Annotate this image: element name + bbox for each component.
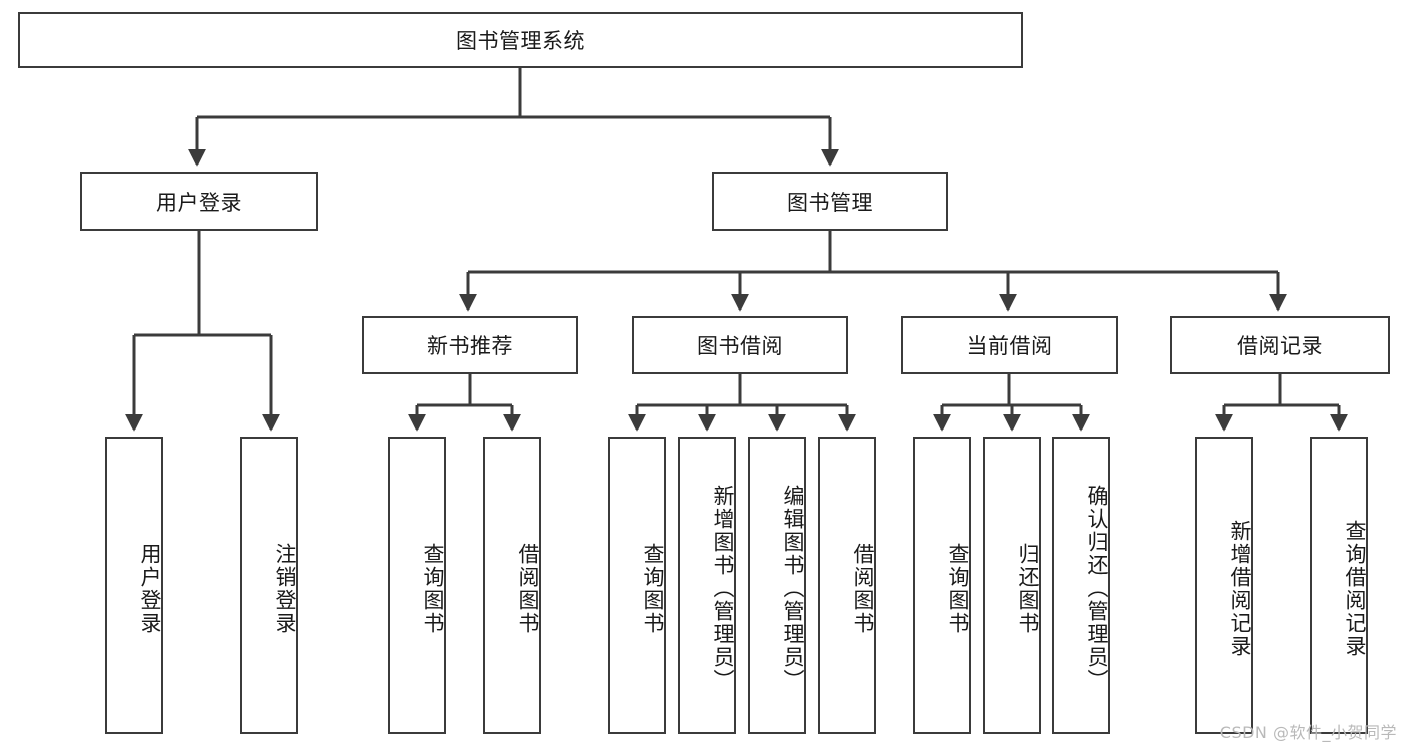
leaf-query-book-recommend[interactable]: 查询图书	[388, 437, 446, 734]
leaf-query-book-recommend-label: 查询图书	[421, 542, 445, 635]
leaf-return-book-label: 归还图书	[1016, 542, 1040, 635]
leaf-confirm-return-admin-label: 确认归还（管理员）	[1085, 485, 1109, 692]
leaf-logout-login-label: 注销登录	[273, 542, 297, 635]
node-book-manage[interactable]: 图书管理	[712, 172, 948, 231]
leaf-confirm-return-admin[interactable]: 确认归还（管理员）	[1052, 437, 1110, 734]
leaf-query-borrow-record[interactable]: 查询借阅记录	[1310, 437, 1368, 734]
leaf-query-book-borrow-label: 查询图书	[641, 542, 665, 635]
leaf-edit-book-admin-label: 编辑图书（管理员）	[781, 485, 805, 692]
leaf-edit-book-admin[interactable]: 编辑图书（管理员）	[748, 437, 806, 734]
node-root[interactable]: 图书管理系统	[18, 12, 1023, 68]
leaf-borrow-book-recommend[interactable]: 借阅图书	[483, 437, 541, 734]
leaf-add-borrow-record-label: 新增借阅记录	[1228, 519, 1252, 658]
node-new-book-recommend[interactable]: 新书推荐	[362, 316, 578, 374]
node-root-label: 图书管理系统	[456, 29, 585, 53]
leaf-user-login[interactable]: 用户登录	[105, 437, 163, 734]
leaf-return-book[interactable]: 归还图书	[983, 437, 1041, 734]
leaf-query-borrow-record-label: 查询借阅记录	[1343, 519, 1367, 658]
node-user-login-label: 用户登录	[156, 190, 242, 215]
node-borrow-record-label: 借阅记录	[1237, 334, 1323, 358]
leaf-query-book-current[interactable]: 查询图书	[913, 437, 971, 734]
leaf-borrow-book-label: 借阅图书	[851, 542, 875, 635]
node-new-book-recommend-label: 新书推荐	[427, 334, 513, 358]
leaf-add-borrow-record[interactable]: 新增借阅记录	[1195, 437, 1253, 734]
leaf-user-login-label: 用户登录	[138, 542, 162, 635]
leaf-borrow-book[interactable]: 借阅图书	[818, 437, 876, 734]
node-book-manage-label: 图书管理	[787, 190, 873, 215]
leaf-add-book-admin[interactable]: 新增图书（管理员）	[678, 437, 736, 734]
watermark: CSDN @软件_小贺同学	[1219, 723, 1397, 742]
node-current-borrow-label: 当前借阅	[966, 334, 1053, 358]
node-book-borrow-label: 图书借阅	[697, 334, 783, 358]
node-current-borrow[interactable]: 当前借阅	[901, 316, 1118, 374]
node-borrow-record[interactable]: 借阅记录	[1170, 316, 1390, 374]
node-book-borrow[interactable]: 图书借阅	[632, 316, 848, 374]
node-user-login[interactable]: 用户登录	[80, 172, 318, 231]
leaf-add-book-admin-label: 新增图书（管理员）	[711, 485, 735, 692]
leaf-logout-login[interactable]: 注销登录	[240, 437, 298, 734]
leaf-borrow-book-recommend-label: 借阅图书	[516, 542, 540, 635]
leaf-query-book-borrow[interactable]: 查询图书	[608, 437, 666, 734]
leaf-query-book-current-label: 查询图书	[946, 542, 970, 635]
